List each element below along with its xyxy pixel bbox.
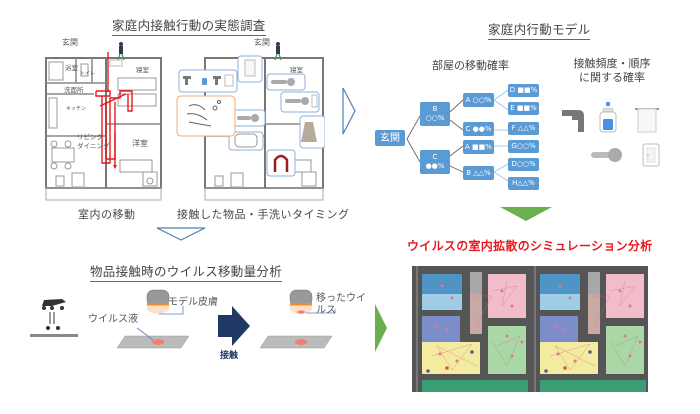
label-model-skin: モデル皮膚	[168, 297, 218, 308]
arrow-right-navy-icon	[218, 306, 250, 346]
light-switch-icon	[642, 143, 660, 167]
tree-node-l3: G○○%	[508, 140, 539, 153]
virus-transfer-title: 物品接触時のウイルス移動量分析	[90, 261, 283, 282]
simulation-image	[412, 266, 648, 392]
room-prob-title: 部屋の移動確率	[432, 59, 509, 72]
contact-items	[562, 102, 660, 167]
movement-path	[95, 52, 133, 168]
simulation-panel-left	[416, 266, 528, 392]
entrance-label-left: 玄関	[62, 38, 78, 47]
skin-model-after-contact	[260, 289, 336, 349]
label-contact: 接触	[220, 351, 239, 361]
room-bedroom: 寝室	[136, 66, 149, 74]
faucet-icon	[562, 110, 584, 132]
room-living: リビング ダイニング	[77, 133, 110, 150]
arrow-right-green-icon	[375, 304, 387, 352]
tree-root-node: 玄関	[375, 130, 405, 146]
simulation-title: ウイルスの室内拡散のシミュレーション分析	[407, 239, 653, 253]
room-toilet: トイレ	[80, 71, 96, 77]
tree-connectors	[406, 89, 509, 182]
skin-model-apparatus	[116, 289, 190, 349]
tree-node-l3: D○○%	[508, 158, 539, 171]
arrow-down-green-icon	[500, 207, 552, 221]
label-virus-liquid: ウイルス液	[88, 314, 138, 325]
room-kitchen: キッチン	[66, 106, 87, 112]
tree-node-l1: C ●●%	[420, 150, 450, 174]
floor-plan-contact	[176, 42, 325, 201]
tree-node-l3: H△△%	[508, 177, 539, 190]
soap-bottle-icon	[599, 102, 617, 133]
room-bath: 浴室	[65, 64, 78, 72]
tree-node-l2: C ●●%	[463, 122, 494, 136]
towel-icon	[635, 108, 659, 133]
floor-plan-movement	[45, 42, 162, 201]
tree-node-l3: D ■■%	[508, 84, 539, 97]
entrance-label-right: 玄関	[254, 38, 270, 47]
tree-node-l2: A ■■%	[463, 140, 494, 154]
caption-movement: 室内の移動	[78, 208, 136, 221]
room-washroom: 洗面所	[64, 86, 84, 94]
survey-title: 家庭内接触行動の実態調査	[112, 15, 266, 36]
hand-virus-icon	[30, 299, 78, 337]
tree-node-l3: F △△%	[508, 122, 539, 135]
arrow-down-outline-icon	[156, 227, 206, 241]
tree-node-l2: A ○○%	[463, 93, 494, 107]
model-title: 家庭内行動モデル	[488, 19, 591, 40]
tree-node-l2: B △△%	[463, 166, 494, 180]
room-bedroom-right: 寝室	[290, 66, 303, 74]
contact-prob-title: 接触頻度・順序 に関する確率	[573, 57, 651, 84]
tree-node-l1: B ○○%	[420, 102, 450, 126]
simulation-panel-right	[534, 266, 646, 392]
arrow-right-outline-icon	[342, 87, 356, 135]
door-handle-icon	[591, 148, 622, 162]
tree-node-l3: E ■■%	[508, 102, 539, 115]
label-moved-virus: 移ったウイルス	[316, 293, 366, 316]
caption-contact: 接触した物品・手洗いタイミング	[177, 208, 350, 221]
room-western: 洋室	[132, 139, 148, 148]
